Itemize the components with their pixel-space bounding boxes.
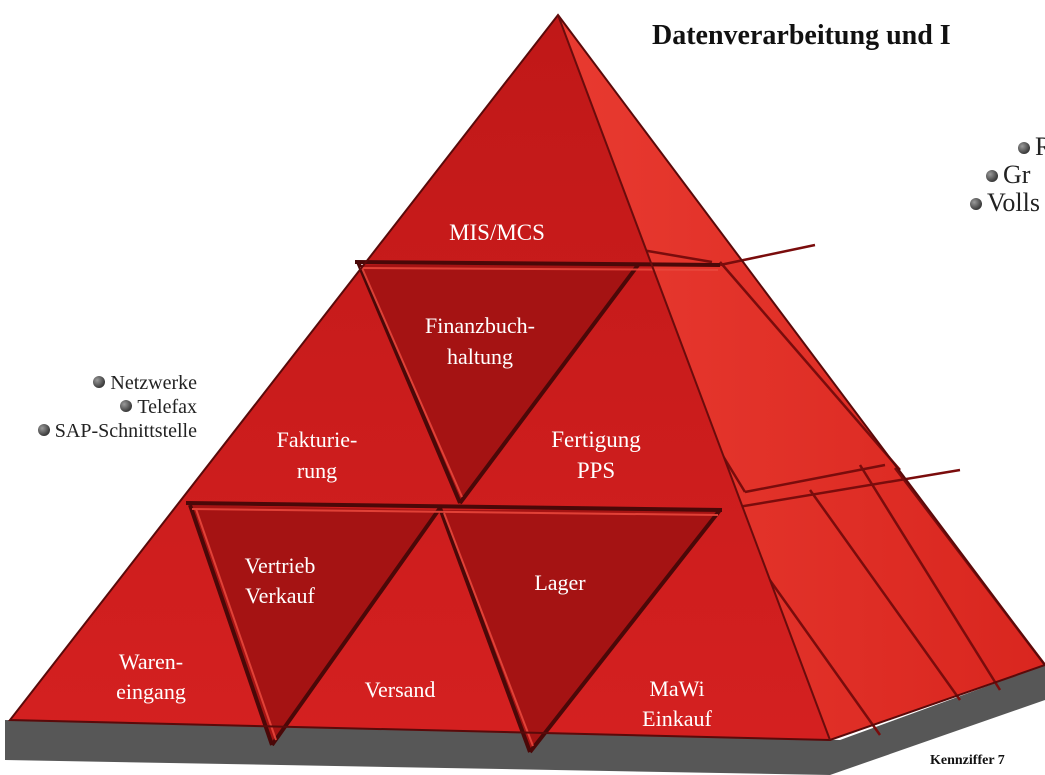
- label-mawi-2: Einkauf: [642, 706, 712, 731]
- left-bullet-list: Netzwerke Telefax SAP-Schnittstelle: [37, 371, 197, 443]
- label-fertigung-2: PPS: [577, 458, 615, 483]
- pyramid-side-face: [558, 15, 1045, 740]
- bevel-highlights: [191, 267, 719, 747]
- right-bullet-list: R Gr Volls: [970, 133, 1045, 217]
- front-face-lines: [185, 260, 723, 754]
- bullet-text: Netzwerke: [110, 372, 197, 394]
- label-finanzbuchhaltung-1: Finanzbuch-: [425, 313, 535, 338]
- bullet-item: Telefax: [38, 395, 197, 419]
- bullet-dot-icon: [986, 170, 998, 182]
- label-versand: Versand: [365, 677, 436, 702]
- label-mis-mcs: MIS/MCS: [449, 220, 545, 245]
- bullet-item: Netzwerke: [38, 371, 197, 395]
- front-side-edge: [557, 14, 831, 741]
- bullet-text: Volls: [987, 188, 1040, 217]
- page-title: Datenverarbeitung und I: [652, 20, 951, 51]
- bullet-item: R: [970, 133, 1045, 161]
- label-wareneingang-2: eingang: [116, 679, 186, 704]
- bullet-dot-icon: [1018, 142, 1030, 154]
- label-lager: Lager: [534, 570, 586, 595]
- bullet-dot-icon: [970, 198, 982, 210]
- label-vertrieb-2: Verkauf: [245, 583, 315, 608]
- bullet-text: Gr: [1003, 160, 1031, 189]
- label-fakturierung-1: Fakturie-: [277, 427, 358, 452]
- label-wareneingang-1: Waren-: [119, 649, 183, 674]
- bullet-item: Gr: [970, 161, 1045, 189]
- pyramid-shadow: [5, 665, 1045, 775]
- bullet-item: SAP-Schnittstelle: [37, 419, 197, 443]
- bullet-dot-icon: [93, 376, 106, 388]
- bullet-text: SAP-Schnittstelle: [54, 420, 197, 442]
- bullet-text: Telefax: [137, 396, 197, 418]
- label-fertigung-1: Fertigung: [551, 427, 641, 452]
- kennziffer-label: Kennziffer 7: [930, 753, 1005, 768]
- label-vertrieb-1: Vertrieb: [245, 553, 316, 578]
- bullet-item: Volls: [970, 189, 1045, 217]
- bullet-text: R: [1035, 132, 1045, 161]
- bullet-dot-icon: [37, 424, 50, 436]
- label-finanzbuchhaltung-2: haltung: [447, 344, 513, 369]
- label-mawi-1: MaWi: [649, 676, 704, 701]
- bullet-dot-icon: [120, 400, 133, 412]
- label-fakturierung-2: rung: [297, 458, 337, 483]
